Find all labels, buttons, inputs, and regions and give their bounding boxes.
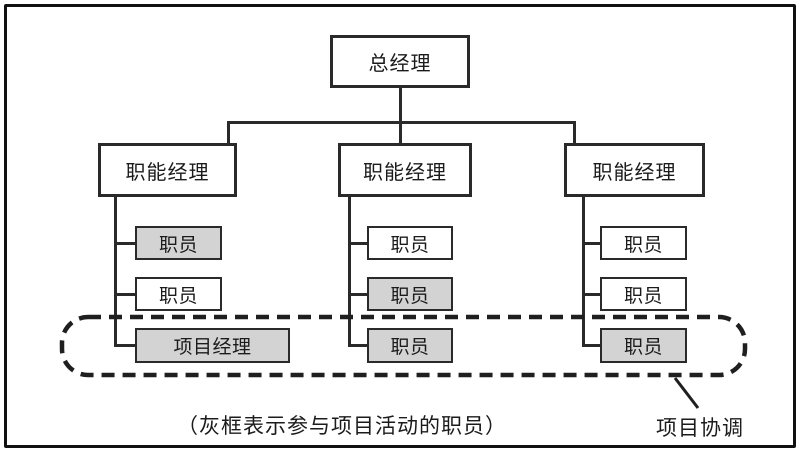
stub-c3-r3 [582, 344, 601, 347]
legend-caption: （灰框表示参与项目活动的职员） [177, 414, 507, 438]
stub-c1-r3 [114, 344, 136, 347]
org-node-staff-c3-r3: 职员 [600, 328, 687, 363]
callout-line [673, 377, 700, 409]
org-node-staff-c3-r2: 职员 [600, 277, 687, 311]
stub-c3-r1 [582, 242, 601, 245]
spine-column-2 [348, 197, 351, 347]
connector-root-vertical [399, 88, 402, 146]
org-node-label: 职员 [390, 336, 430, 358]
project-coordination-dashed-loop [59, 314, 748, 378]
org-node-label: 职员 [623, 233, 663, 256]
org-node-label: 职员 [390, 284, 430, 307]
org-node-staff-c3-r1: 职员 [600, 226, 687, 260]
org-node-staff-c2-r1: 职员 [367, 226, 453, 260]
org-node-label: 职员 [390, 233, 430, 256]
stub-c3-r2 [582, 293, 601, 296]
stub-c1-r2 [114, 293, 136, 296]
stub-c2-r2 [348, 293, 368, 296]
org-node-functional-manager-1: 职能经理 [98, 143, 237, 197]
org-node-label: 职员 [158, 284, 198, 307]
spine-column-3 [582, 197, 585, 347]
org-node-label: 职能经理 [592, 159, 677, 184]
connector-drop-left [227, 121, 230, 146]
spine-column-1 [114, 197, 117, 347]
org-node-label: 职员 [623, 284, 663, 307]
org-node-functional-manager-3: 职能经理 [564, 143, 705, 197]
org-node-label: 职能经理 [363, 159, 447, 184]
stub-c2-r1 [348, 242, 368, 245]
org-node-staff-c1-r2: 职员 [135, 277, 222, 311]
org-node-label: 职能经理 [125, 159, 210, 184]
org-node-label: 项目经理 [173, 336, 252, 358]
org-node-general-manager: 总经理 [330, 35, 470, 88]
org-node-label: 职员 [158, 233, 198, 256]
org-node-project-manager: 项目经理 [135, 328, 290, 363]
org-node-label: 总经理 [368, 51, 432, 75]
org-node-staff-c2-r3: 职员 [367, 328, 453, 363]
stub-c2-r3 [348, 344, 368, 347]
callout-label: 项目协调 [656, 416, 744, 440]
connector-drop-right [573, 121, 576, 146]
connector-horizontal [227, 121, 576, 124]
org-node-label: 职员 [623, 336, 663, 358]
stub-c1-r1 [114, 242, 136, 245]
org-node-staff-c1-r1: 职员 [135, 226, 222, 260]
org-node-functional-manager-2: 职能经理 [338, 143, 472, 197]
org-node-staff-c2-r2: 职员 [367, 277, 453, 311]
